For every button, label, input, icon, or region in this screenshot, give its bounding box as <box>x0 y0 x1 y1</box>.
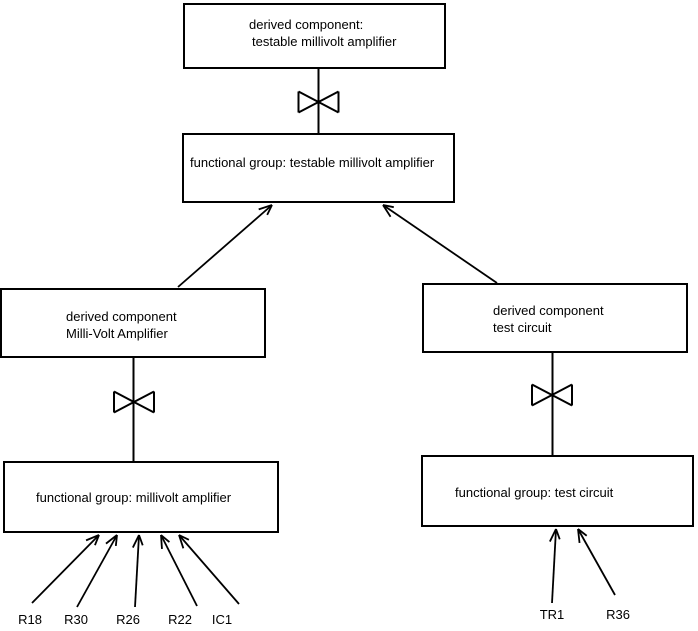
arrow-r36-head <box>577 528 588 537</box>
leaf-label-r36: R36 <box>606 607 630 622</box>
node-label-line: derived component <box>66 309 177 324</box>
leaf-label-tr1: TR1 <box>539 607 565 622</box>
leaf-label-r18: R18 <box>18 612 42 627</box>
leaf-label-r30: R30 <box>64 612 88 627</box>
leaf-label-r26: R26 <box>116 612 140 627</box>
node-label-line: functional group: testable millivolt amp… <box>190 155 435 170</box>
arrow-right-derived-to-top-functional-head <box>382 204 394 209</box>
arrow-left-derived-to-top-functional <box>177 204 273 288</box>
node-functional-group-test-circuit: functional group: test circuit <box>421 455 694 527</box>
arrow-left-derived-to-top-functional-head <box>258 204 273 211</box>
arrow-r36 <box>577 528 616 596</box>
arrow-r30-head <box>114 534 118 547</box>
bowtie-icon-left <box>113 390 155 414</box>
bowtie-icon-top <box>298 90 339 114</box>
arrow-right-derived-to-top-functional <box>382 204 498 284</box>
bowtie-icon-right <box>531 383 573 407</box>
leaf-label-r22: R22 <box>168 612 192 627</box>
arrow-r18-head <box>85 534 100 542</box>
arrow-r26 <box>134 534 140 608</box>
arrow-left-derived-to-top-functional-head <box>266 204 273 216</box>
arrow-r30 <box>76 534 118 608</box>
bowtie-icon-right <box>531 383 573 407</box>
node-label-line: testable millivolt amplifier <box>252 34 397 49</box>
node-functional-group-testable-millivolt-amplifier: functional group: testable millivolt amp… <box>182 133 455 203</box>
arrow-right-derived-to-top-functional-head <box>382 204 392 218</box>
arrow-r18-head <box>94 534 100 546</box>
arrow-r22-head <box>160 534 163 550</box>
node-label-line: derived component <box>493 303 604 318</box>
arrow-r26-head <box>132 534 140 548</box>
leaf-label-ic1: IC1 <box>211 612 233 627</box>
node-derived-test-circuit: derived component test circuit <box>422 283 688 353</box>
node-label-line: Milli-Volt Amplifier <box>66 326 168 341</box>
arrow-ic1-head <box>178 534 185 549</box>
node-label-line: test circuit <box>493 320 552 335</box>
bowtie-icon-top <box>298 90 339 114</box>
arrow-r30-head <box>105 534 118 545</box>
node-functional-group-millivolt-amplifier: functional group: millivolt amplifier <box>3 461 279 533</box>
node-label-line: derived component: <box>249 17 364 32</box>
bowtie-icon-left <box>113 390 155 414</box>
arrow-tr1 <box>551 528 557 604</box>
arrow-tr1-head <box>549 528 557 542</box>
node-derived-milli-volt-amplifier: derived component Milli-Volt Amplifier <box>0 288 266 358</box>
arrow-tr1-head <box>555 528 561 540</box>
node-label-line: functional group: millivolt amplifier <box>36 490 232 505</box>
node-derived-testable-millivolt-amplifier: derived component: testable millivolt am… <box>183 3 446 69</box>
arrow-r18 <box>31 534 100 604</box>
arrow-r36-head <box>577 528 581 544</box>
arrow-r26-head <box>138 534 144 546</box>
arrow-r22 <box>160 534 198 607</box>
arrow-ic1-head <box>178 534 190 541</box>
node-label-line: functional group: test circuit <box>455 485 614 500</box>
arrow-r22-head <box>160 534 170 543</box>
arrow-ic1 <box>178 534 240 605</box>
